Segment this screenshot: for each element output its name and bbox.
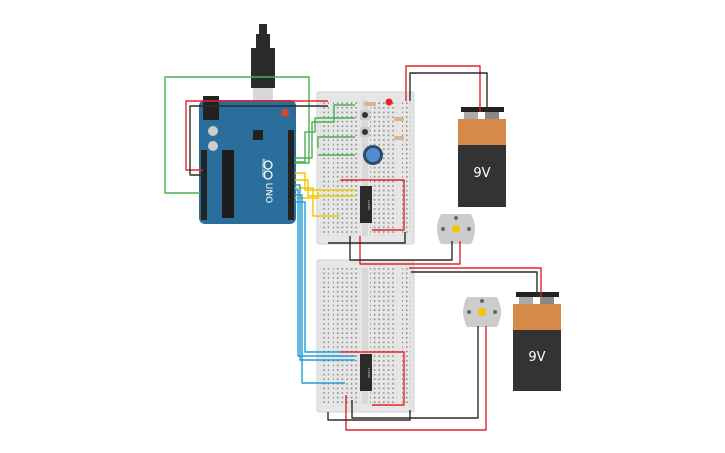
chip-label: L293D bbox=[367, 200, 371, 210]
led-red[interactable] bbox=[385, 98, 393, 106]
arduino-uno[interactable]: ARDUINO UNO bbox=[199, 20, 296, 224]
pushbutton[interactable] bbox=[360, 110, 370, 120]
battery-9v[interactable]: 9V bbox=[513, 292, 561, 391]
breadboard-top[interactable] bbox=[316, 91, 415, 245]
usb-cable[interactable] bbox=[251, 24, 275, 88]
arduino-brand: ARDUINO bbox=[261, 159, 266, 178]
battery-9v[interactable]: 9V bbox=[458, 107, 506, 207]
dc-motor[interactable] bbox=[437, 214, 475, 244]
resistor[interactable] bbox=[364, 102, 376, 106]
dc-motor[interactable] bbox=[463, 297, 501, 327]
chip-label: L293D bbox=[367, 368, 371, 378]
wires bbox=[164, 65, 542, 431]
battery-label: 9V bbox=[528, 350, 545, 365]
battery-label: 9V bbox=[473, 166, 490, 181]
resistor[interactable] bbox=[394, 117, 404, 121]
resistor[interactable] bbox=[394, 136, 404, 140]
motor-driver-chip[interactable]: L293D bbox=[360, 186, 372, 223]
motor-driver-chip[interactable]: L293D bbox=[360, 354, 372, 391]
arduino-model: UNO bbox=[263, 183, 273, 203]
potentiometer[interactable] bbox=[363, 145, 383, 165]
pushbutton[interactable] bbox=[360, 127, 370, 137]
